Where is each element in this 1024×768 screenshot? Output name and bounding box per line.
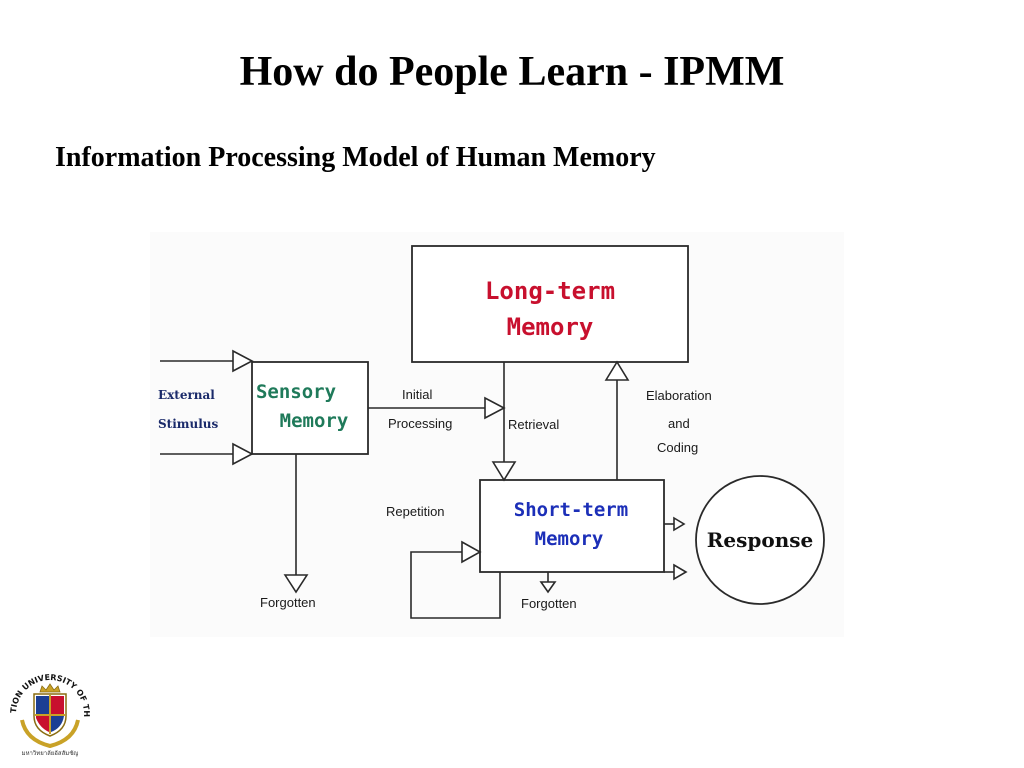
sensory-memory-label-1: Sensory xyxy=(256,381,336,403)
response-arrow-top xyxy=(664,516,686,532)
coding-label: Coding xyxy=(657,440,698,455)
long-term-memory-label-2: Memory xyxy=(507,313,594,341)
stimulus-arrow-top xyxy=(160,349,254,373)
forgotten-sensory-label: Forgotten xyxy=(260,595,316,610)
slide-title: How do People Learn - IPMM xyxy=(239,49,785,95)
sensory-memory-box xyxy=(251,361,369,455)
retrieval-label: Retrieval xyxy=(508,417,559,432)
stimulus-arrow-bottom xyxy=(160,442,254,466)
university-seal: ASSUMPTION UNIVERSITY OF THAILAND มหาวิท… xyxy=(0,655,91,757)
retrieval-arrow xyxy=(491,362,517,482)
forgotten-sensory-arrow xyxy=(283,454,309,594)
elaboration-arrow xyxy=(604,360,630,480)
university-logo: ASSUMPTION UNIVERSITY OF THAILAND มหาวิท… xyxy=(0,655,98,758)
initial-processing-arrow xyxy=(368,396,506,420)
short-term-memory-label-2: Memory xyxy=(535,528,604,550)
seal-laurel xyxy=(20,719,80,749)
seal-quarter-blue-2 xyxy=(51,716,64,732)
processing-label: Processing xyxy=(388,416,452,431)
long-term-memory-label-1: Long-term xyxy=(485,277,615,305)
response-circle xyxy=(695,475,825,605)
slide-subtitle: Information Processing Model of Human Me… xyxy=(55,142,656,173)
ipmm-diagram: Long-term Memory Sensory Memory Short-te… xyxy=(150,232,844,637)
and-label: and xyxy=(668,416,690,431)
seal-quarter-blue xyxy=(36,696,49,714)
short-term-memory-label-1: Short-term xyxy=(514,499,628,521)
seal-quarter-red xyxy=(51,696,64,714)
initial-label: Initial xyxy=(402,387,432,402)
repetition-loop xyxy=(410,540,501,619)
seal-crown xyxy=(39,683,61,693)
forgotten-short-term-label: Forgotten xyxy=(521,596,577,611)
elaboration-label: Elaboration xyxy=(646,388,712,403)
response-label: Response xyxy=(707,528,813,552)
forgotten-short-term-arrow xyxy=(539,572,557,594)
repetition-label: Repetition xyxy=(386,504,445,519)
seal-bottom-text: มหาวิทยาลัยอัสสัมชัญ xyxy=(22,750,79,757)
external-stimulus-label-2: Stimulus xyxy=(158,417,218,431)
seal-quarter-red-2 xyxy=(36,716,49,732)
external-stimulus-label-1: External xyxy=(158,388,215,402)
long-term-memory-box xyxy=(411,245,689,363)
short-term-memory-box xyxy=(479,479,665,573)
response-arrow-bottom xyxy=(664,563,688,581)
sensory-memory-label-2: Memory xyxy=(280,410,349,432)
ipmm-diagram-svg: Long-term Memory Sensory Memory Short-te… xyxy=(150,232,844,637)
